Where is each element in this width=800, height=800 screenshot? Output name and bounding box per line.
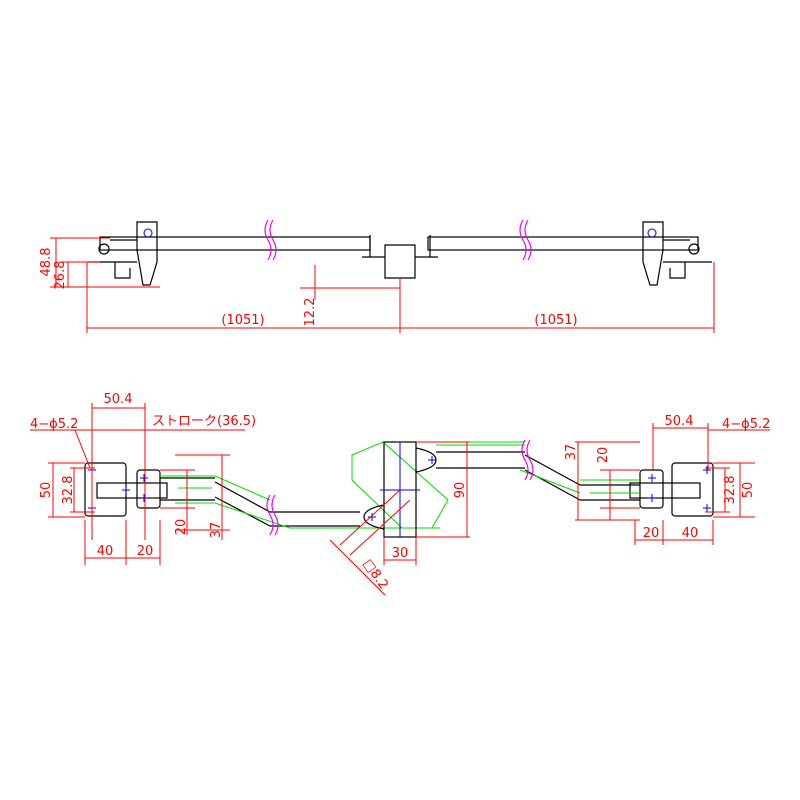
dim-37-left: 37	[209, 522, 224, 539]
dim-32-8-right: 32.8	[723, 476, 738, 505]
right-mount: 50.4 4−ϕ5.2 37 20 32.8 50 20 40	[564, 414, 770, 545]
left-bar	[99, 236, 371, 251]
hole-callout-left: 4−ϕ5.2	[30, 417, 78, 432]
dim-50-left: 50	[39, 482, 54, 499]
dim-50-4-right: 50.4	[665, 414, 694, 429]
dim-32-8-left: 32.8	[61, 476, 76, 505]
dim-40-left: 40	[97, 544, 114, 559]
left-mount: 50.4 4−ϕ5.2 ストローク(36.5) 50 32.8 40 20 20…	[30, 392, 360, 565]
dim-37-right: 37	[564, 444, 579, 461]
right-end-bracket	[642, 221, 712, 286]
center-block: 90 30 □8.2	[329, 439, 581, 596]
break-marks	[264, 219, 532, 261]
left-end-bracket	[88, 221, 158, 286]
dim-12-2: 12.2	[303, 298, 318, 327]
dim-26-8: 26.8	[53, 261, 68, 290]
dim-span-right: (1051)	[534, 313, 577, 328]
dim-20-right: 20	[643, 526, 660, 541]
dim-50-4-left: 50.4	[104, 392, 133, 407]
right-bar	[427, 236, 699, 251]
dim-20-vert-left: 20	[174, 519, 189, 536]
center-bracket	[362, 235, 438, 279]
top-view: 48.8 26.8 12.2 (1051) (1051)	[39, 219, 715, 333]
dim-span-left: (1051)	[221, 313, 264, 328]
dim-50-right: 50	[741, 482, 756, 499]
hole-callout-right: 4−ϕ5.2	[722, 417, 770, 432]
dim-48-8: 48.8	[39, 248, 54, 277]
dim-30: 30	[392, 546, 409, 561]
dim-20-vert-right: 20	[596, 447, 611, 464]
dim-40-right: 40	[682, 526, 699, 541]
stroke-label: ストローク(36.5)	[152, 414, 256, 429]
dim-90: 90	[453, 482, 468, 499]
dim-20-left: 20	[137, 544, 154, 559]
